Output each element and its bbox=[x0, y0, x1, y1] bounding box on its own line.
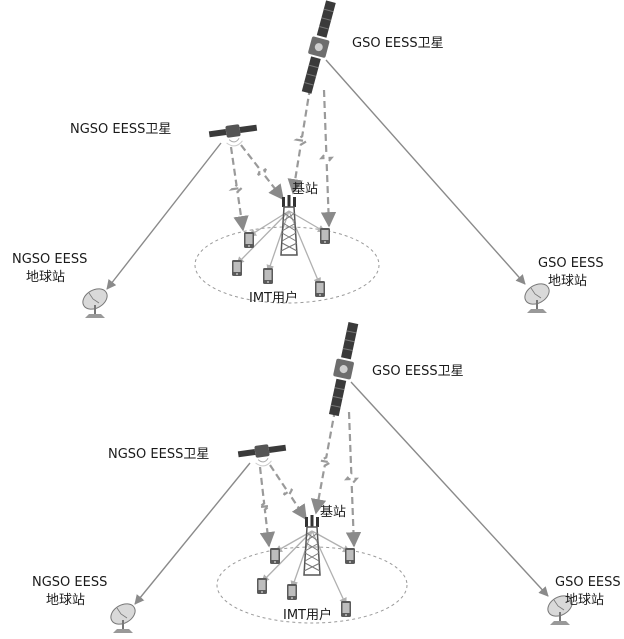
base-station-label: 基站 bbox=[320, 505, 347, 520]
user-link bbox=[288, 210, 321, 286]
mobile-phone-icon bbox=[345, 548, 355, 564]
imt-users-label: IMT用户 bbox=[249, 291, 298, 306]
gso-interference-link-b bbox=[344, 411, 362, 548]
satellite-icon bbox=[236, 441, 289, 470]
ngso-earth-station-label: NGSO EESS bbox=[32, 575, 108, 590]
satellite-icon bbox=[297, 0, 341, 96]
gso-earth-station-label: 地球站 bbox=[565, 593, 605, 608]
imt-users-label: IMT用户 bbox=[283, 608, 332, 623]
gso-earth-station-label: GSO EESS bbox=[538, 256, 604, 271]
mobile-phone-icon bbox=[263, 268, 273, 284]
user-link bbox=[261, 530, 313, 583]
gso-interference-link-a bbox=[310, 409, 337, 515]
user-link bbox=[290, 530, 313, 589]
user-link bbox=[311, 530, 351, 553]
ngso-earth-station-label: 地球站 bbox=[26, 270, 66, 285]
user-link bbox=[236, 210, 290, 265]
coverage-area-ellipse bbox=[216, 546, 408, 624]
gso-feeder-link bbox=[350, 381, 549, 597]
ngso-interference-link-a bbox=[269, 464, 307, 521]
ngso-earth-station-label: 地球站 bbox=[46, 593, 86, 608]
gso-earth-station-label: GSO EESS bbox=[555, 575, 621, 590]
satellite-icon bbox=[207, 121, 260, 150]
ngso-interference-link-b bbox=[255, 466, 276, 548]
gso-interference-link-b bbox=[319, 89, 337, 228]
cell-tower-icon bbox=[303, 514, 321, 576]
panel-1 bbox=[78, 0, 554, 319]
coverage-area-ellipse bbox=[194, 226, 380, 304]
ngso-feeder-link bbox=[106, 142, 222, 290]
satellite-icon bbox=[324, 320, 363, 418]
cell-tower-icon bbox=[280, 194, 298, 256]
user-link bbox=[248, 210, 290, 237]
mobile-phone-icon bbox=[315, 281, 325, 297]
satellite-dish-icon bbox=[78, 283, 112, 319]
ngso-interference-link-a bbox=[240, 144, 284, 201]
ngso-earth-station-label: NGSO EESS bbox=[12, 252, 88, 267]
user-link bbox=[311, 530, 347, 606]
base-station-label: 基站 bbox=[292, 182, 319, 197]
ngso-satellite-label: NGSO EESS卫星 bbox=[70, 122, 172, 137]
gso-earth-station-label: 地球站 bbox=[548, 274, 588, 289]
panel-2 bbox=[106, 320, 577, 634]
gso-satellite-label: GSO EESS卫星 bbox=[372, 364, 464, 379]
gso-satellite-label: GSO EESS卫星 bbox=[352, 36, 444, 51]
user-link bbox=[266, 210, 290, 273]
mobile-phone-icon bbox=[270, 548, 280, 564]
mobile-phone-icon bbox=[244, 232, 254, 248]
mobile-phone-icon bbox=[341, 601, 351, 617]
mobile-phone-icon bbox=[232, 260, 242, 276]
gso-interference-link-a bbox=[287, 87, 312, 195]
gso-feeder-link bbox=[325, 59, 526, 285]
ngso-satellite-label: NGSO EESS卫星 bbox=[108, 447, 210, 462]
ngso-interference-link-b bbox=[228, 146, 249, 232]
mobile-phone-icon bbox=[320, 228, 330, 244]
ngso-feeder-link bbox=[134, 462, 251, 605]
mobile-phone-icon bbox=[257, 578, 267, 594]
satellite-dish-icon bbox=[106, 598, 140, 634]
mobile-phone-icon bbox=[287, 584, 297, 600]
